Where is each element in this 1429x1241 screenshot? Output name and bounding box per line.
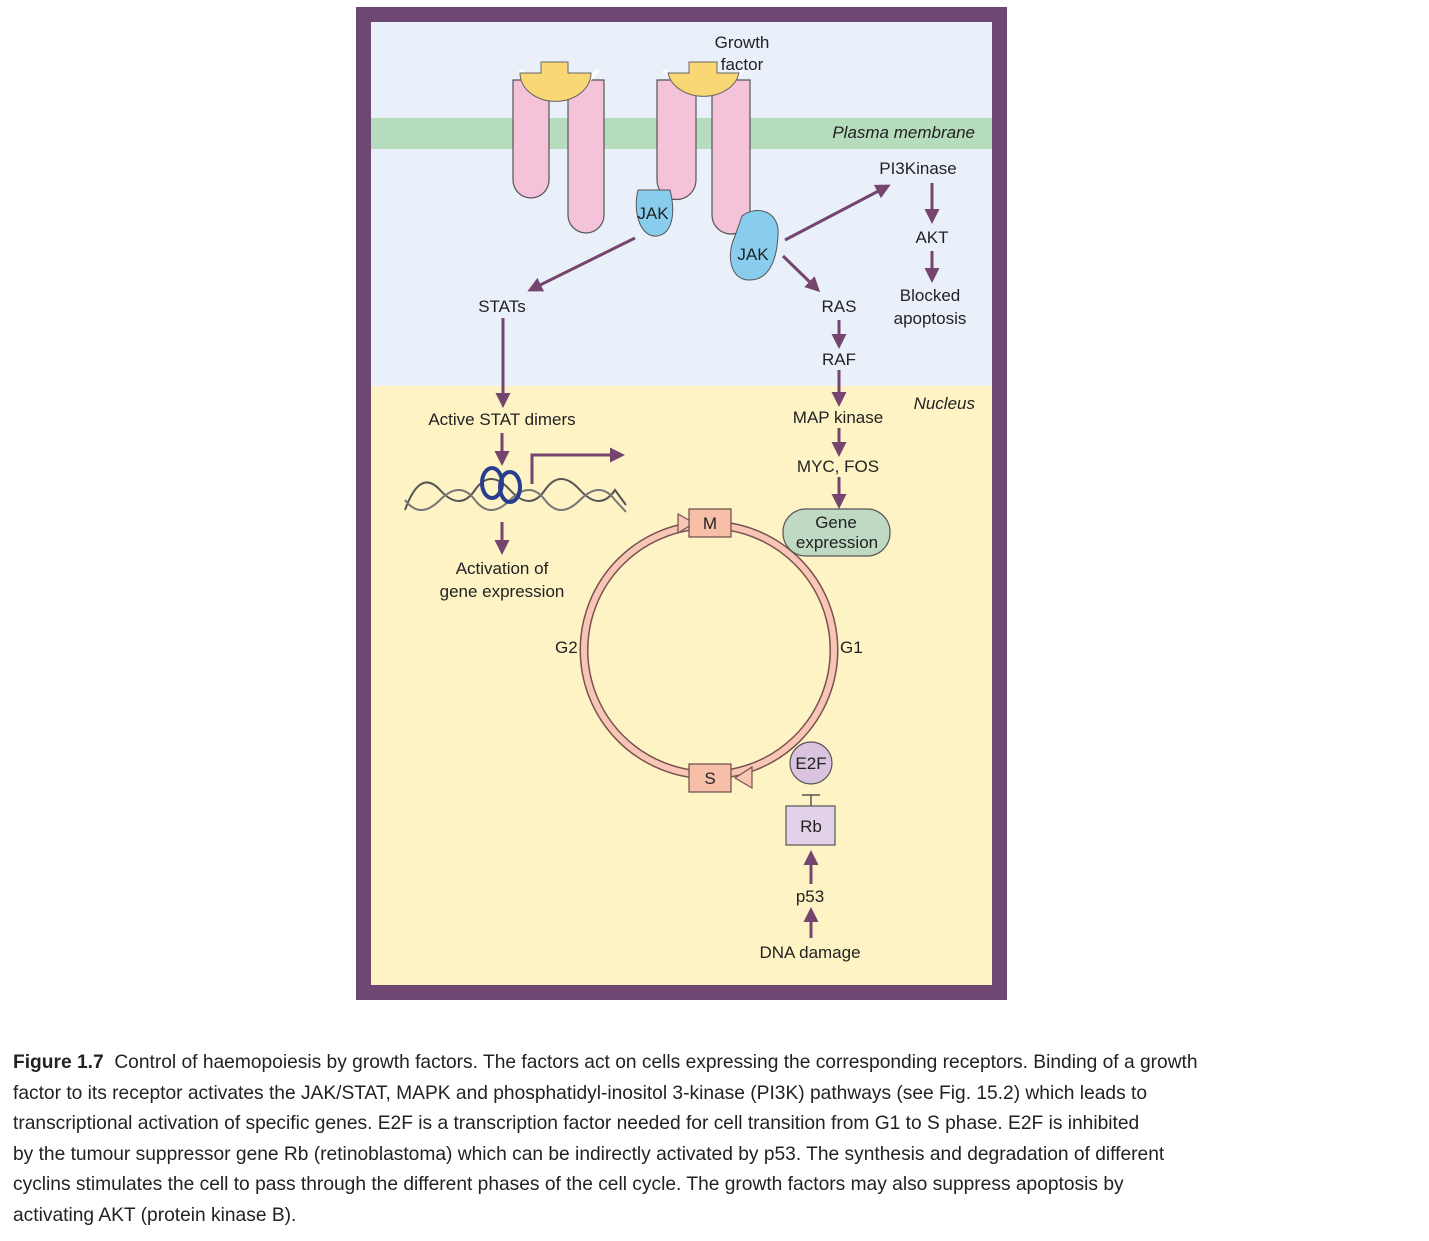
arrow-jak-to-stats — [527, 236, 636, 292]
dna-damage-label: DNA damage — [759, 943, 860, 962]
phase-m-label: M — [703, 514, 717, 533]
pi3kinase-label: PI3Kinase — [879, 159, 957, 178]
phase-m-box — [688, 508, 732, 538]
caption-text-line-1: Control of haemopoiesis by growth factor… — [114, 1052, 1198, 1073]
receptor-left — [512, 68, 605, 234]
caption-line-4: by the tumour suppressor gene Rb (retino… — [13, 1143, 1165, 1165]
jak-left-label: JAK — [637, 204, 669, 223]
jak-right: JAK — [729, 209, 779, 281]
jak-left: JAK — [635, 189, 674, 237]
transcription-start-arrow — [530, 447, 625, 484]
blocked-apoptosis-label-line1: Blocked — [900, 286, 960, 305]
growth-factor-label-line1: Growth — [715, 33, 770, 52]
nucleus-region — [371, 386, 992, 985]
gene-expression-label-line1: Gene — [815, 513, 857, 532]
growth-factor-label-line2: factor — [721, 55, 764, 74]
phase-s-box — [688, 763, 732, 793]
jak-right-label: JAK — [737, 245, 769, 264]
caption-line-5: cyclins stimulates the cell to pass thro… — [13, 1174, 1124, 1196]
arrow-jak-to-pi3k — [784, 184, 891, 242]
pathway-arrows — [494, 183, 940, 938]
pathway-diagram: JAK JAK — [356, 7, 1007, 1000]
stat-dimer-icon — [480, 466, 522, 504]
phase-g1-label: G1 — [840, 638, 863, 657]
caption-line-6: activating AKT (protein kinase B). — [13, 1204, 297, 1226]
phase-g2-label: G2 — [555, 638, 578, 657]
dna-helix — [404, 478, 627, 513]
myc-fos-label: MYC, FOS — [797, 457, 879, 476]
cell-cycle: M S G1 G2 — [555, 508, 863, 793]
phase-s-label: S — [704, 769, 715, 788]
figure-caption: Figure 1.7 Control of haemopoiesis by gr… — [13, 1048, 1408, 1232]
e2f-label: E2F — [795, 754, 826, 773]
ras-label: RAS — [822, 297, 857, 316]
caption-line-1: Figure 1.7 Control of haemopoiesis by gr… — [13, 1048, 1408, 1079]
growth-factor-ligand-right — [667, 61, 740, 97]
raf-label: RAF — [822, 350, 856, 369]
e2f-circle — [789, 741, 833, 785]
figure-label: Figure 1.7 — [13, 1052, 104, 1073]
caption-line-3: transcriptional activation of specific g… — [13, 1113, 1140, 1135]
akt-label: AKT — [915, 228, 948, 247]
rb-label: Rb — [800, 817, 822, 836]
stats-label: STATs — [478, 297, 526, 316]
caption-line-2: factor to its receptor activates the JAK… — [13, 1082, 1148, 1104]
blocked-apoptosis-label-line2: apoptosis — [894, 309, 967, 328]
cycle-arrowhead-top — [677, 512, 696, 535]
arrow-jak-to-ras — [781, 254, 821, 293]
activation-gene-expression-label-line2: gene expression — [440, 582, 565, 601]
cycle-arrowhead-bottom — [733, 765, 753, 790]
activation-gene-expression-label-line1: Activation of — [456, 559, 549, 578]
p53-label: p53 — [796, 887, 824, 906]
growth-factor-ligand-left — [519, 61, 592, 102]
rb-inhibits-e2f — [802, 794, 820, 806]
plasma-membrane-label: Plasma membrane — [832, 123, 975, 142]
active-stat-dimers-label: Active STAT dimers — [428, 410, 575, 429]
rb-box — [785, 805, 836, 846]
map-kinase-label: MAP kinase — [793, 408, 883, 427]
nucleus-label: Nucleus — [914, 394, 976, 413]
gene-expression-box — [782, 508, 891, 557]
gene-expression-label-line2: expression — [796, 533, 878, 552]
